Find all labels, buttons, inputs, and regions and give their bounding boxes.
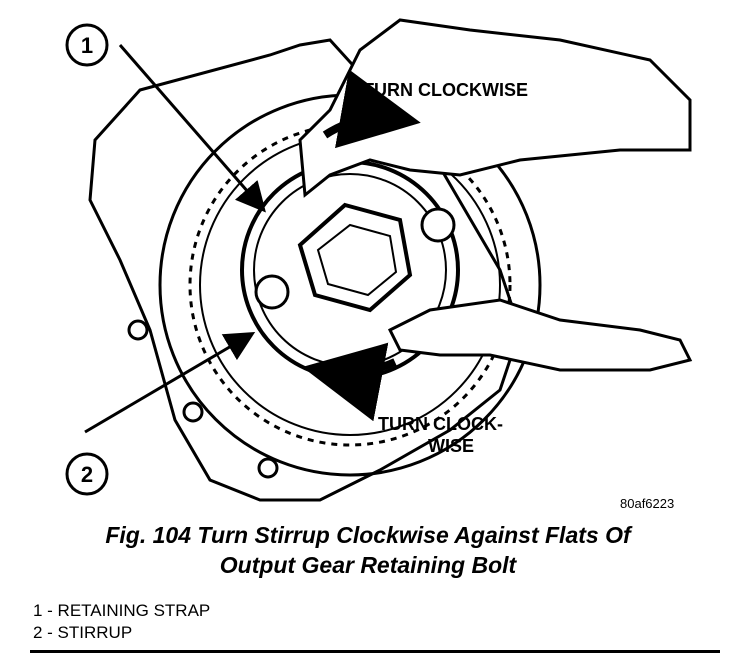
illustration: 1 2 TURN CLOCKWISE TURN CLOCK- WISE 80af…	[65, 18, 693, 511]
callout-1-circle	[65, 23, 109, 67]
leader-line-2	[84, 331, 256, 434]
leader-line-1	[118, 44, 266, 213]
legend-item-stirrup: 2 - STIRRUP	[33, 623, 133, 642]
bolt-hole	[182, 401, 204, 423]
figure-id: 80af6223	[620, 496, 674, 511]
callout-1: 1	[81, 33, 93, 58]
caption-line-2: Output Gear Retaining Bolt	[219, 552, 517, 578]
callout-2-circle	[65, 452, 109, 496]
legend: 1 - RETAINING STRAP 2 - STIRRUP	[33, 600, 210, 644]
legend-item-retaining-strap: 1 - RETAINING STRAP	[33, 601, 211, 620]
hand-upper	[298, 18, 692, 198]
label-wise: WISE	[428, 436, 474, 456]
figure-caption: Fig. 104 Turn Stirrup Clockwise Against …	[0, 520, 736, 580]
bolt-hole	[257, 457, 279, 479]
clockwise-arrow-bottom	[302, 342, 397, 422]
hand-lower	[387, 298, 693, 372]
stirrup-bolt	[254, 274, 290, 310]
stirrup-bolt	[420, 207, 456, 243]
label-turn-clockwise: TURN CLOCKWISE	[363, 80, 528, 100]
caption-line-1: Fig. 104 Turn Stirrup Clockwise Against …	[105, 522, 631, 548]
callout-2: 2	[81, 462, 93, 487]
label-turn-clock: TURN CLOCK-	[378, 414, 503, 434]
bolt-hole	[127, 319, 149, 341]
clockwise-arrow-top	[322, 69, 421, 149]
bottom-rule	[30, 650, 720, 653]
